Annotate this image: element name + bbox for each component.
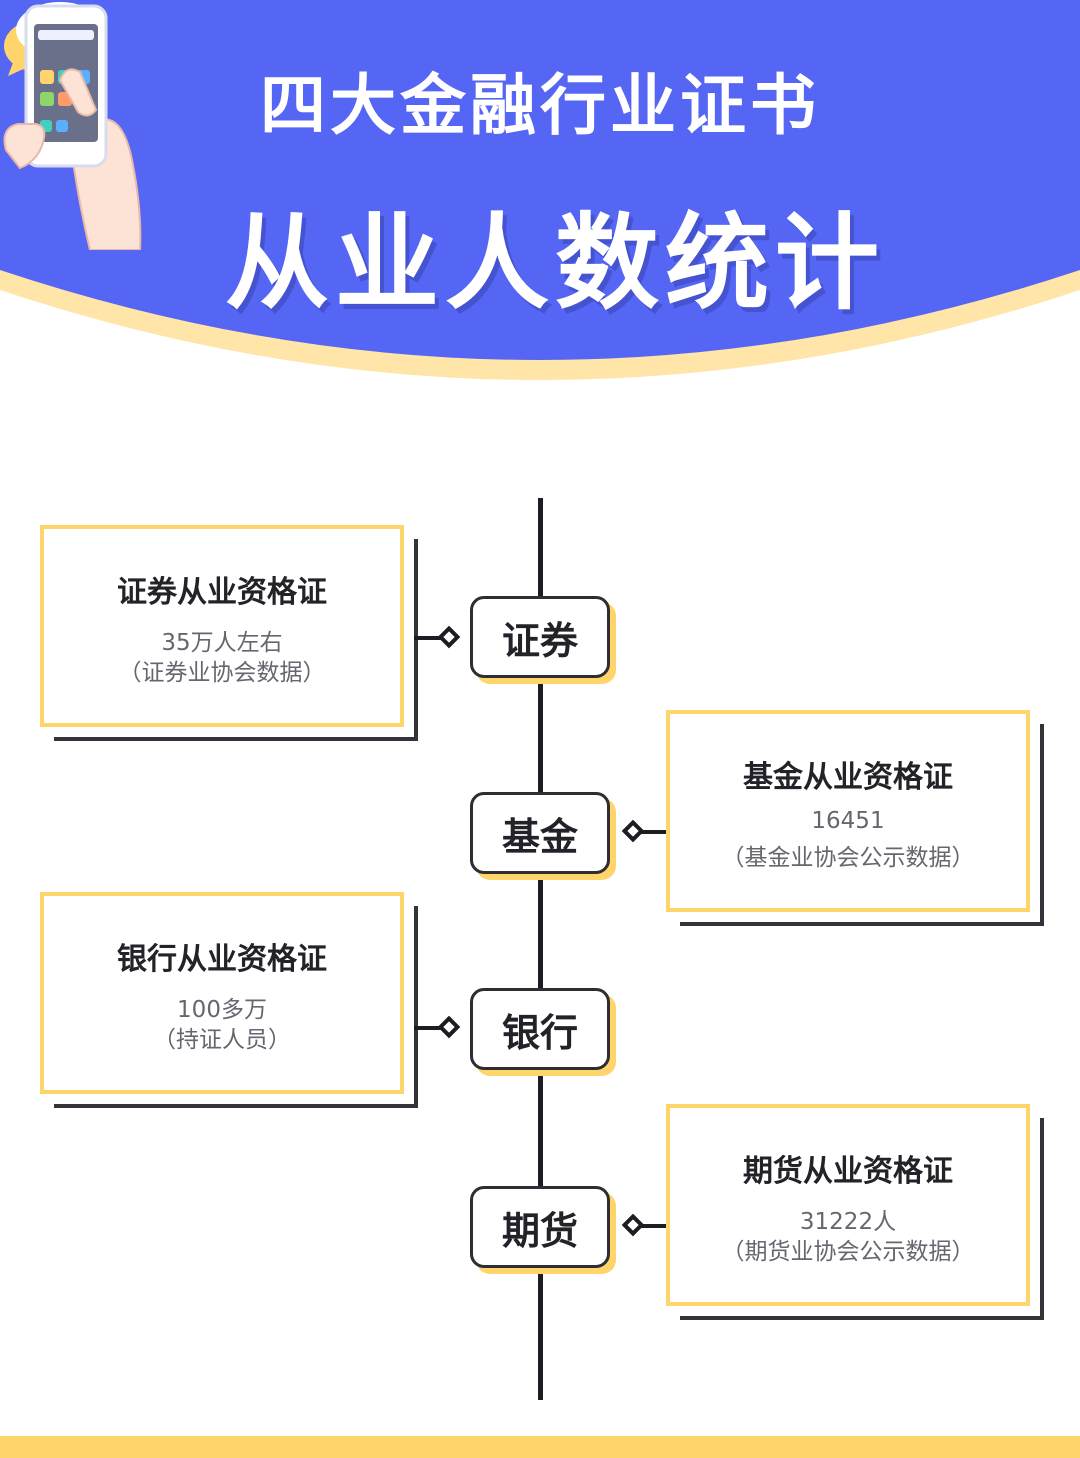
bottom-accent-bar	[0, 1436, 1080, 1458]
connector-diamond-icon	[414, 1016, 461, 1039]
card-source: （基金业协会公示数据）	[721, 845, 975, 871]
card-source: （证券业协会数据）	[118, 660, 326, 686]
connector-diamond-icon	[621, 1214, 668, 1237]
timeline-node-futures: 期货	[470, 1186, 610, 1268]
card-source: （期货业协会公示数据）	[721, 1239, 975, 1265]
timeline-spine	[538, 498, 543, 1400]
card-securities: 证券从业资格证 35万人左右 （证券业协会数据）	[40, 525, 418, 741]
card-fund: 基金从业资格证 16451 （基金业协会公示数据）	[666, 710, 1044, 926]
card-value: 35万人左右	[161, 630, 283, 656]
connector-diamond-icon	[621, 820, 668, 843]
card-title: 期货从业资格证	[743, 1154, 953, 1189]
card-source: （持证人员）	[153, 1027, 291, 1053]
header-banner: 四大金融行业证书 从业人数统计	[0, 0, 1080, 400]
phone-in-hand-icon	[3, 4, 142, 250]
card-value: 31222人	[799, 1209, 897, 1235]
card-title: 证券从业资格证	[117, 575, 327, 610]
card-title: 基金从业资格证	[743, 760, 953, 795]
connector-diamond-icon	[414, 626, 461, 649]
timeline-node-securities: 证券	[470, 596, 610, 678]
card-title: 银行从业资格证	[117, 942, 327, 977]
card-bank: 银行从业资格证 100多万 （持证人员）	[40, 892, 418, 1108]
timeline-node-fund: 基金	[470, 792, 610, 874]
header-title-top: 四大金融行业证书	[260, 67, 820, 144]
card-futures: 期货从业资格证 31222人 （期货业协会公示数据）	[666, 1104, 1044, 1320]
card-value: 100多万	[177, 997, 267, 1023]
timeline-node-bank: 银行	[470, 988, 610, 1070]
header-title-main: 从业人数统计	[225, 202, 886, 324]
header-background	[0, 0, 1080, 380]
card-value: 16451	[811, 808, 885, 834]
